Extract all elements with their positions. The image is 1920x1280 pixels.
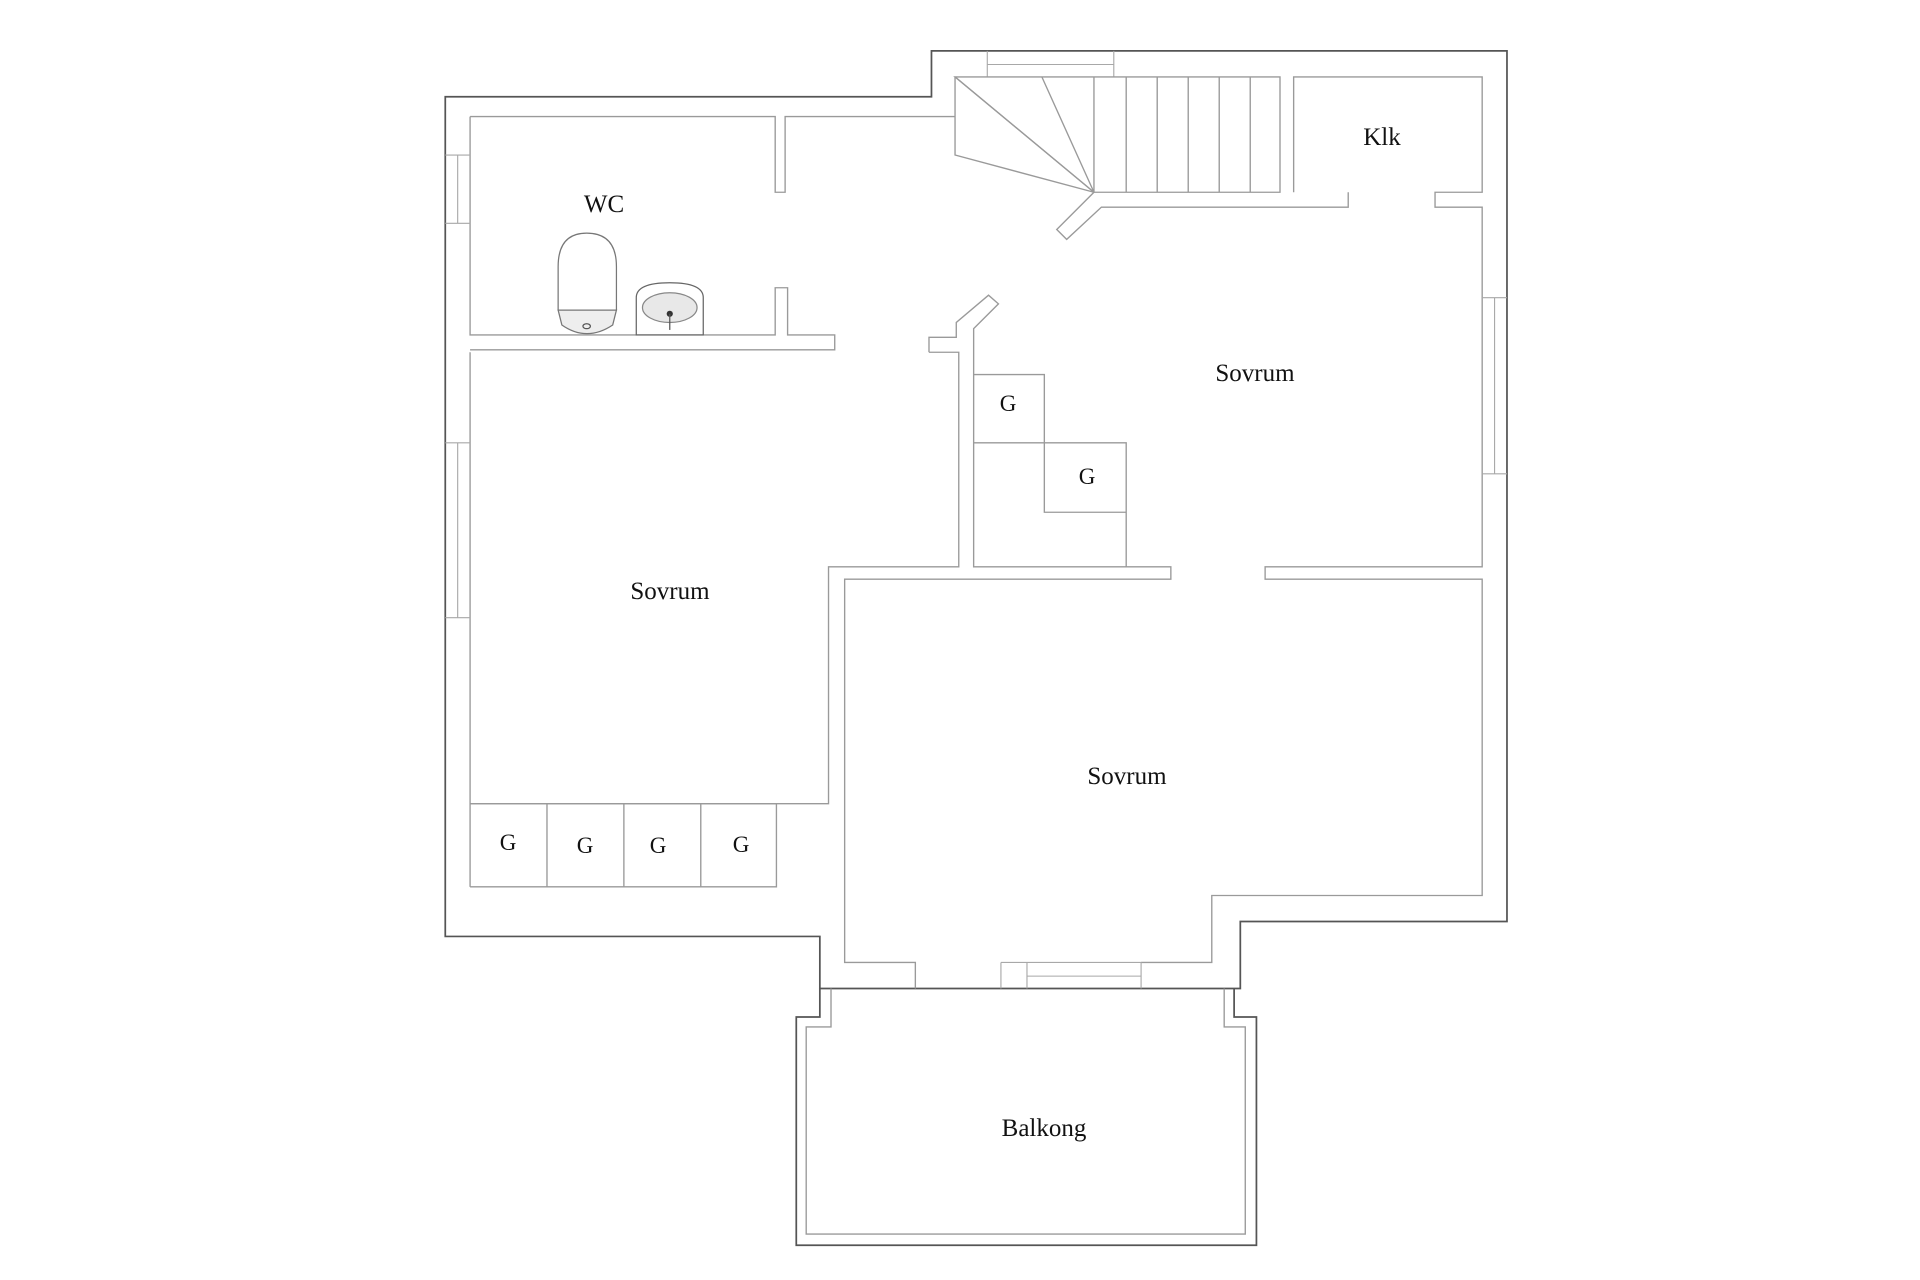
wardrobe-label: G (1078, 464, 1096, 489)
balcony-outer (795, 988, 1258, 1247)
wardrobe-label: G (732, 832, 750, 857)
window-south (1000, 961, 1142, 989)
wall-line (470, 351, 960, 805)
wardrobe-label: G (999, 391, 1017, 416)
wall-line (843, 294, 1172, 989)
balcony-inner (805, 988, 1246, 1235)
wardrobe-cluster-ne (973, 373, 1127, 567)
wardrobe-label: G (649, 833, 667, 858)
inner-wall-outline (470, 115, 956, 193)
room-label-sovrum-s: Sovrum (1087, 763, 1167, 790)
sink-icon (635, 282, 704, 336)
room-label-sovrum-ne: Sovrum (1215, 360, 1295, 387)
wardrobe-label: G (576, 833, 594, 858)
window-east (1482, 297, 1507, 475)
staircase (953, 76, 1349, 241)
room-label-klk: Klk (1363, 124, 1401, 151)
klk-walls (1141, 76, 1483, 964)
toilet-icon (557, 232, 618, 335)
wall-line (469, 116, 836, 351)
wardrobe-cluster-w (470, 803, 778, 888)
outer-wall (444, 49, 1508, 990)
window-west-mid (445, 442, 471, 619)
room-label-balkong: Balkong (1001, 1115, 1087, 1142)
wardrobe-label: G (499, 830, 517, 855)
room-label-wc: WC (583, 191, 625, 218)
room-label-sovrum-w: Sovrum (630, 578, 710, 605)
window-west-top (445, 154, 471, 224)
window-north (986, 50, 1115, 77)
